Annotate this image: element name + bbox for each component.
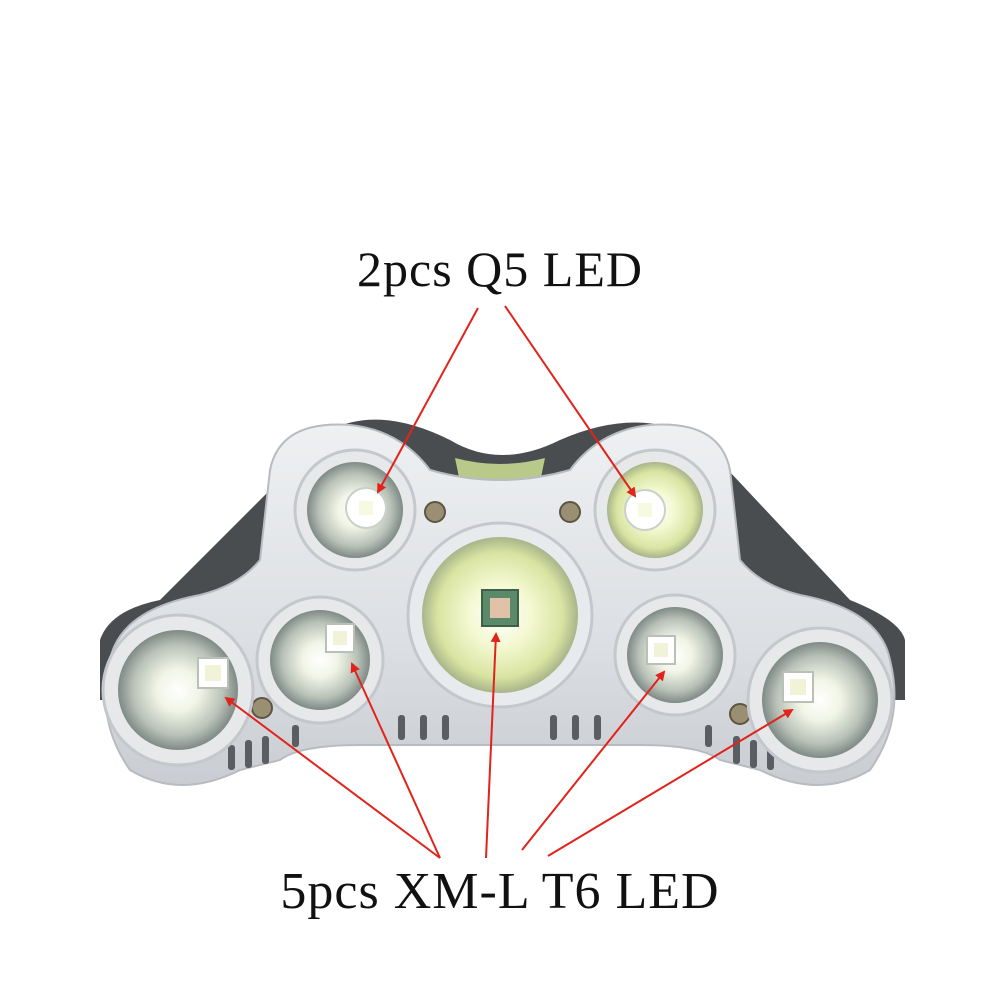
arrow-q5-right bbox=[504, 305, 637, 498]
xml-led-center bbox=[406, 521, 594, 709]
arrow-xml-4 bbox=[521, 670, 666, 851]
xml-led-inner-right bbox=[613, 593, 737, 717]
arrow-xml-5 bbox=[547, 708, 794, 857]
arrow-xml-2 bbox=[350, 662, 441, 859]
xml-led-inner-left bbox=[255, 595, 385, 725]
arrow-xml-3 bbox=[485, 632, 501, 859]
q5-led-right bbox=[593, 448, 717, 572]
arrow-xml-1 bbox=[224, 696, 441, 859]
xml-led-outer-left bbox=[101, 613, 255, 767]
screws bbox=[251, 501, 751, 725]
xml-t6-led-label: 5pcs XM-L T6 LED bbox=[280, 863, 720, 920]
q5-led-label: 2pcs Q5 LED bbox=[357, 241, 643, 297]
xml-led-outer-right bbox=[746, 626, 894, 774]
arrow-q5-left bbox=[377, 307, 479, 494]
heatsink-fins bbox=[228, 715, 774, 770]
callout-arrows bbox=[224, 305, 794, 859]
q5-led-left bbox=[293, 448, 417, 572]
